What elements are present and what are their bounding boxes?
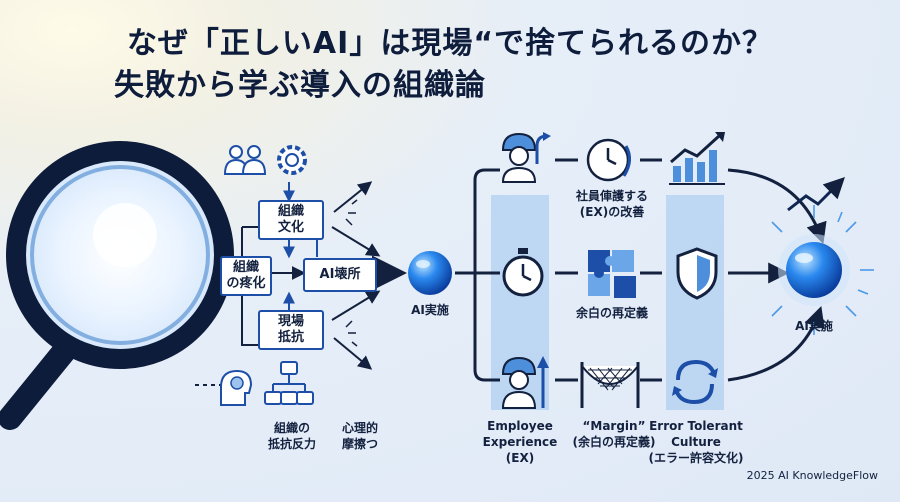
network-icon	[264, 361, 314, 405]
org-resistance-label-line2: 抵抗反力	[267, 437, 316, 451]
stopwatch-icon	[502, 248, 544, 297]
row1-label-line2: (EX)の改善	[579, 205, 645, 219]
org-collapse-box: 組織の疼化	[220, 256, 272, 296]
field-resistance-line1: 現場	[277, 314, 304, 329]
sphere-icon	[771, 205, 874, 335]
psych-friction-label-line2: 摩擦つ	[341, 437, 378, 451]
org-resistance-label: 組織の 抵抗反力	[262, 420, 322, 452]
row2-label-line1: 余白の再定義	[575, 306, 648, 320]
shield-icon	[676, 247, 718, 300]
error-culture-label-line2: Culture	[671, 435, 721, 449]
error-culture-label-line3: (エラー許容文化)	[648, 451, 744, 465]
margin-label-line2: (余白の再定義)	[572, 435, 656, 449]
gear-icon	[277, 145, 307, 175]
row2-label: 余白の再定義	[562, 305, 662, 321]
margin-label-line1: “Margin”	[582, 419, 646, 433]
magnifier-icon	[0, 141, 234, 430]
error-culture-label-line1: Error Tolerant	[649, 419, 743, 433]
title-line-1: なぜ「正しいAI」は現場“で捨てられるのか？	[126, 26, 774, 61]
org-collapse-line2: の疼化	[226, 276, 266, 291]
org-collapse-line1: 組織	[232, 260, 259, 275]
title-line-2: 失敗から学ぶ導入の組織論	[114, 68, 486, 103]
ex-label-line1: Employee	[487, 419, 553, 433]
right-node-label: AI実施	[795, 319, 833, 333]
chart-up-icon	[669, 132, 725, 185]
credit: 2025 AI KnowledgeFlow	[746, 469, 878, 482]
margin-label: “Margin” (余白の再定義)	[562, 418, 666, 450]
people-icon	[223, 145, 267, 175]
center-node-label: AI実施	[411, 303, 449, 317]
field-resistance-line2: 抵抗	[277, 330, 304, 345]
org-culture-line2: 文化	[277, 220, 304, 235]
ex-label-line3: (EX)	[505, 451, 535, 465]
worker-icon	[501, 356, 549, 409]
sphere-icon	[408, 251, 452, 295]
psych-friction-label-line1: 心理的	[341, 421, 378, 435]
org-resistance-label-line1: 組織の	[273, 421, 310, 435]
brain-icon	[220, 369, 253, 406]
row1-label: 社員俥護する (EX)の改善	[562, 188, 662, 220]
org-culture-box: 組織文化	[258, 200, 324, 240]
ex-label: Employee Experience (EX)	[474, 418, 566, 466]
safety-net-icon	[580, 362, 640, 408]
worker-icon	[501, 132, 551, 183]
ex-label-line2: Experience	[482, 435, 558, 449]
psych-friction-label: 心理的 摩擦つ	[330, 420, 390, 452]
error-culture-label: Error Tolerant Culture (エラー許容文化)	[642, 418, 750, 466]
ai-box: AI壊所	[303, 258, 377, 292]
row1-label-line1: 社員俥護する	[575, 189, 648, 203]
puzzle-icon	[588, 250, 636, 298]
org-culture-line1: 組織	[277, 204, 304, 219]
field-resistance-box: 現場抵抗	[258, 310, 324, 350]
clock-icon	[586, 138, 631, 182]
cycle-icon	[672, 359, 718, 405]
